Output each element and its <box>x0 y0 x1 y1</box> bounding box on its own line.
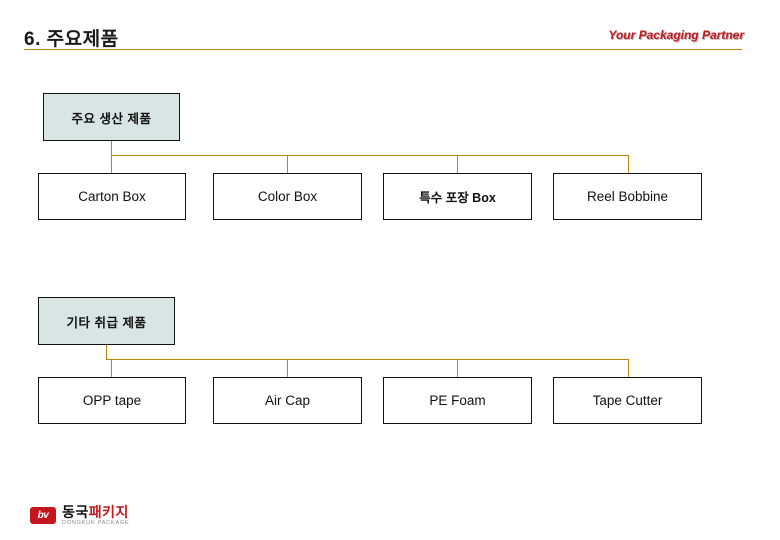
logo-text: 동국패키지 DONGKUK PACKAGE <box>62 505 130 527</box>
connector-vertical-group2-stem <box>106 345 107 359</box>
logo-subtitle: DONGKUK PACKAGE <box>62 519 130 526</box>
group-box-other-products[interactable]: 기타 취급 제품 <box>38 297 175 345</box>
node-label: PE Foam <box>429 393 486 408</box>
connector-horizontal-group1-bus <box>111 155 628 156</box>
connector-vertical-group1-child1 <box>111 155 112 173</box>
group-box-label: 주요 생산 제품 <box>71 111 152 126</box>
connector-vertical-group2-child4 <box>628 359 629 377</box>
connector-vertical-group1-child4 <box>628 155 629 173</box>
connector-horizontal-group2-bus <box>106 359 628 360</box>
connector-vertical-group1-child2 <box>287 155 288 173</box>
tagline: Your Packaging Partner <box>608 28 744 42</box>
company-logo: bv 동국패키지 DONGKUK PACKAGE <box>30 505 130 527</box>
node-label: Tape Cutter <box>592 393 663 408</box>
connector-vertical-group1-stem <box>111 141 112 155</box>
node-carton-box[interactable]: Carton Box <box>38 173 186 220</box>
node-label: Air Cap <box>264 393 310 408</box>
node-label: Reel Bobbine <box>586 189 669 204</box>
logo-korean-name: 동국패키지 <box>62 505 130 519</box>
connector-vertical-group2-child3 <box>457 359 458 377</box>
connector-vertical-group1-child3 <box>457 155 458 173</box>
node-label: Color Box <box>257 189 318 204</box>
node-label: OPP tape <box>82 393 142 408</box>
node-color-box[interactable]: Color Box <box>213 173 362 220</box>
logo-name-part2: 패키지 <box>88 503 129 520</box>
node-opp-tape[interactable]: OPP tape <box>38 377 186 424</box>
group-box-main-products[interactable]: 주요 생산 제품 <box>43 93 180 141</box>
node-reel-bobbine[interactable]: Reel Bobbine <box>553 173 702 220</box>
group-box-label: 기타 취급 제품 <box>66 315 147 330</box>
node-special-packaging-box[interactable]: 특수 포장 Box <box>383 173 532 220</box>
node-pe-foam[interactable]: PE Foam <box>383 377 532 424</box>
header-divider <box>24 49 742 50</box>
connector-vertical-group2-child1 <box>111 359 112 377</box>
node-air-cap[interactable]: Air Cap <box>213 377 362 424</box>
node-label: 특수 포장 Box <box>419 191 496 205</box>
page-title: 6. 주요제품 <box>24 29 119 50</box>
logo-mark-icon: bv <box>30 506 56 524</box>
node-tape-cutter[interactable]: Tape Cutter <box>553 377 702 424</box>
logo-name-part1: 동국 <box>62 503 89 520</box>
connector-vertical-group2-child2 <box>287 359 288 377</box>
node-label: Carton Box <box>78 189 146 204</box>
